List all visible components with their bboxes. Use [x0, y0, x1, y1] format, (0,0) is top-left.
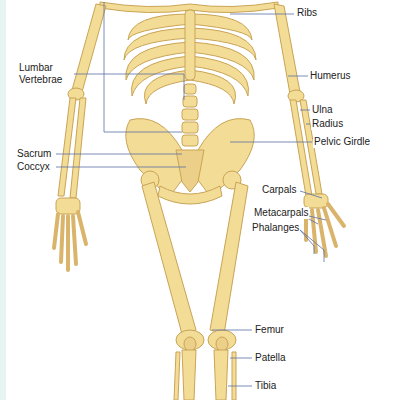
part-label: Femur [254, 324, 285, 336]
side-strip [0, 0, 6, 400]
leader-lines [56, 2, 326, 386]
part-label: Pelvic Girdle [313, 136, 371, 148]
part-label: Carpals [261, 184, 297, 196]
part-label: Radius [311, 118, 344, 130]
part-label: Metacarpals [253, 207, 309, 219]
part-label: Ribs [296, 7, 318, 19]
part-label: Sacrum [16, 148, 52, 160]
part-label: Ulna [311, 104, 334, 116]
part-label: Patella [254, 352, 287, 364]
part-label: Humerus [309, 70, 352, 82]
part-label: Tibia [254, 380, 277, 392]
part-label: Phalanges [251, 222, 300, 234]
part-label: Lumbar Vertebrae [18, 62, 72, 86]
part-label: Coccyx [16, 161, 51, 173]
